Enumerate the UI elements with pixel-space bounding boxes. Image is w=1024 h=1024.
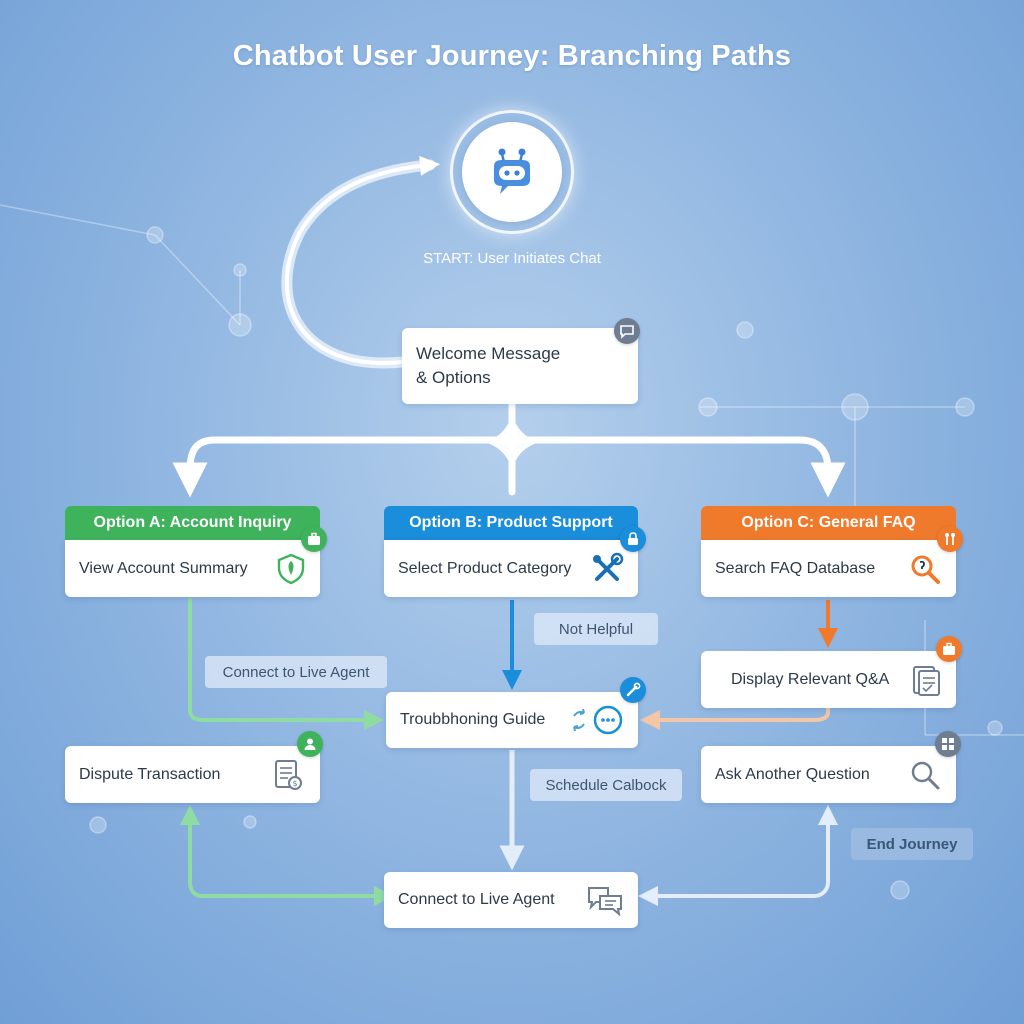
search-faq-database-node[interactable]: Search FAQ Database	[701, 540, 956, 597]
ask-another-question-label: Ask Another Question	[715, 765, 870, 783]
troubleshooting-guide-node[interactable]: Troubbhoning Guide	[386, 692, 638, 748]
search-icon	[908, 552, 942, 586]
briefcase-icon	[301, 526, 327, 552]
display-relevant-qa-label: Display Relevant Q&A	[731, 670, 890, 688]
search-faq-database-label: Search FAQ Database	[715, 559, 876, 577]
option-c-header: Option C: General FAQ	[701, 506, 956, 540]
welcome-message-node[interactable]: Welcome Message & Options	[402, 328, 638, 404]
end-journey-pill: End Journey	[851, 828, 973, 860]
view-account-summary-node[interactable]: View Account Summary	[65, 540, 320, 597]
connect-live-agent-label: Connect to Live Agent	[398, 891, 555, 908]
lock-icon	[620, 526, 646, 552]
robot-chat-icon	[462, 122, 562, 222]
dispute-transaction-node[interactable]: Dispute Transaction $	[65, 746, 320, 803]
connect-live-agent-node[interactable]: Connect to Live Agent	[384, 872, 638, 928]
start-label: START: User Initiates Chat	[423, 250, 601, 267]
magnifier-icon	[908, 758, 942, 792]
user-icon	[297, 731, 323, 757]
shield-icon	[276, 553, 306, 585]
tools-badge-icon	[937, 526, 963, 552]
ask-another-question-node[interactable]: Ask Another Question	[701, 746, 956, 803]
chat-bubble-icon	[614, 318, 640, 344]
welcome-label-line2: & Options	[416, 368, 491, 387]
select-product-category-node[interactable]: Select Product Category	[384, 540, 638, 597]
select-product-category-label: Select Product Category	[398, 559, 572, 577]
not-helpful-pill: Not Helpful	[534, 613, 658, 645]
display-relevant-qa-node[interactable]: Display Relevant Q&A	[701, 651, 956, 708]
troubleshooting-guide-label: Troubbhoning Guide	[400, 711, 546, 728]
document-icon	[910, 663, 942, 697]
dispute-transaction-label: Dispute Transaction	[79, 765, 221, 783]
view-account-summary-label: View Account Summary	[79, 559, 248, 577]
tools-icon	[590, 552, 624, 586]
grid-icon	[935, 731, 961, 757]
option-b-header: Option B: Product Support	[384, 506, 638, 540]
refresh-icon	[568, 704, 624, 736]
schedule-callback-pill: Schedule Calbock	[530, 769, 682, 801]
option-a-header: Option A: Account Inquiry	[65, 506, 320, 540]
receipt-icon: $	[270, 757, 306, 793]
svg-text:$: $	[292, 779, 297, 788]
wrench-icon	[620, 677, 646, 703]
chat-bubbles-icon	[586, 884, 624, 916]
welcome-label-line1: Welcome Message	[416, 344, 561, 363]
briefcase-badge-icon	[936, 636, 962, 662]
diagram-title: Chatbot User Journey: Branching Paths	[232, 40, 792, 72]
start-node[interactable]	[450, 110, 574, 234]
connect-live-agent-pill: Connect to Live Agent	[205, 656, 387, 688]
